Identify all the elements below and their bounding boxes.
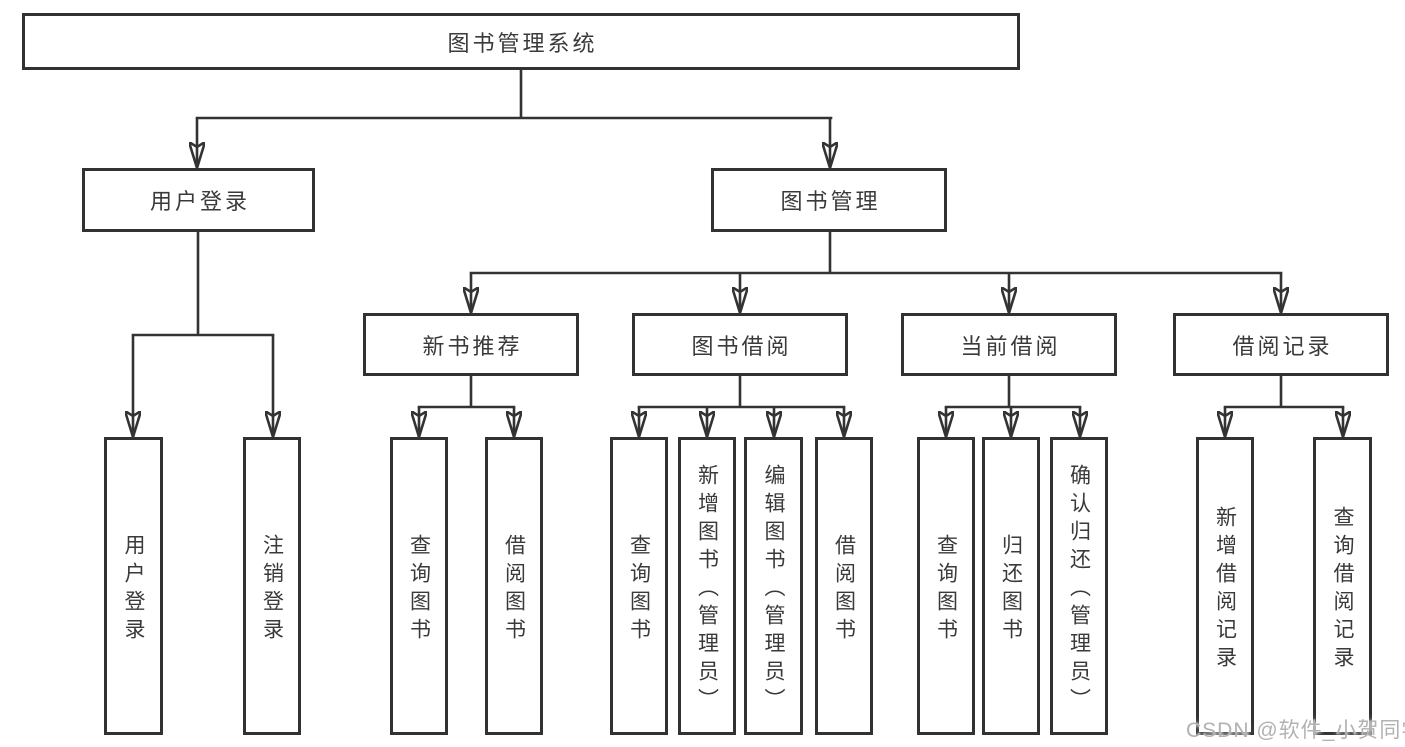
leaf-edit-books-admin-label: 编辑图书（管理员） (762, 463, 785, 716)
csdn-watermark: CSDN @软件_小贺同学 (1186, 719, 1405, 742)
connector-book-borrowing-to-children (639, 374, 844, 436)
connector-book-management-to-level3 (471, 230, 1281, 312)
leaf-borrow-books-label: 借阅图书 (832, 533, 856, 646)
leaf-borrow-books: 借阅图书 (815, 437, 873, 735)
leaf-query-borrow-record-label: 查询借阅记录 (1331, 505, 1354, 674)
node-current-borrowing-label: 当前借阅 (960, 333, 1061, 359)
node-user-login-label: 用户登录 (149, 189, 250, 214)
connector-new-book-recommend-to-children (419, 374, 514, 436)
node-new-book-recommend: 新书推荐 (363, 313, 579, 376)
node-book-management-label: 图书管理 (780, 189, 881, 214)
node-book-borrowing-label: 图书借阅 (691, 333, 792, 359)
leaf-return-books: 归还图书 (982, 437, 1040, 735)
leaf-query-books-borrowing-label: 查询图书 (627, 533, 651, 646)
leaf-return-books-label: 归还图书 (999, 533, 1023, 646)
leaf-query-books-recommend-label: 查询图书 (407, 533, 431, 646)
node-library-system: 图书管理系统 (22, 13, 1020, 70)
connector-root-to-level2 (197, 68, 831, 167)
node-book-management: 图书管理 (711, 168, 947, 232)
leaf-add-borrow-record: 新增借阅记录 (1196, 437, 1254, 735)
leaf-query-books-current: 查询图书 (917, 437, 975, 735)
leaf-confirm-return-admin: 确认归还（管理员） (1050, 437, 1108, 735)
node-book-borrowing: 图书借阅 (632, 313, 848, 376)
leaf-query-books-recommend: 查询图书 (390, 437, 448, 735)
leaf-add-borrow-record-label: 新增借阅记录 (1213, 505, 1237, 674)
node-borrowing-records: 借阅记录 (1173, 313, 1389, 376)
leaf-add-books-admin: 新增图书（管理员） (678, 437, 736, 735)
leaf-add-books-admin-label: 新增图书（管理员） (695, 463, 719, 716)
leaf-user-login-label: 用户登录 (122, 533, 145, 646)
node-current-borrowing: 当前借阅 (901, 313, 1117, 376)
node-new-book-recommend-label: 新书推荐 (422, 333, 523, 359)
leaf-borrow-books-recommend-label: 借阅图书 (502, 533, 526, 646)
connector-user-login-to-children (133, 230, 273, 436)
leaf-query-borrow-record: 查询借阅记录 (1313, 437, 1372, 735)
connector-current-borrowing-to-children (946, 374, 1080, 436)
leaf-query-books-borrowing: 查询图书 (610, 437, 668, 735)
leaf-edit-books-admin: 编辑图书（管理员） (744, 437, 803, 735)
node-user-login: 用户登录 (82, 168, 315, 232)
leaf-borrow-books-recommend: 借阅图书 (485, 437, 543, 735)
leaf-query-books-current-label: 查询图书 (934, 533, 958, 646)
leaf-user-login: 用户登录 (104, 437, 163, 735)
leaf-confirm-return-admin-label: 确认归还（管理员） (1067, 463, 1091, 716)
connector-borrowing-records-to-children (1225, 374, 1343, 436)
node-library-system-label: 图书管理系统 (447, 30, 598, 56)
leaf-logout: 注销登录 (243, 437, 301, 735)
node-borrowing-records-label: 借阅记录 (1232, 333, 1333, 359)
leaf-logout-label: 注销登录 (260, 533, 284, 646)
